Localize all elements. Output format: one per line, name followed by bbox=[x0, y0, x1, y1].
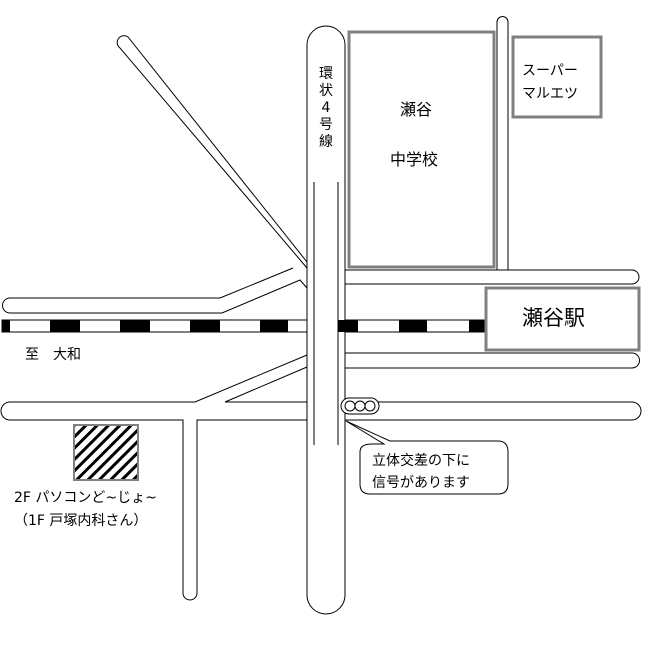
diagonal-road bbox=[116, 35, 308, 269]
supermarket-box bbox=[511, 35, 603, 119]
ring-road-char: 状 bbox=[319, 83, 333, 99]
supermarket-label-1: スーパー bbox=[522, 63, 578, 79]
side-road bbox=[496, 16, 509, 270]
callout-line-2: 信号があります bbox=[372, 475, 470, 491]
supermarket-label-2: マルエツ bbox=[522, 86, 578, 102]
left-lower-road bbox=[0, 354, 308, 601]
station-label: 瀬谷駅 bbox=[522, 306, 585, 330]
station-box bbox=[484, 286, 641, 352]
shop-building bbox=[73, 424, 139, 481]
ring-road-char: 4 bbox=[321, 100, 331, 116]
traffic-signal-icon bbox=[340, 397, 380, 415]
right-road-3 bbox=[345, 401, 642, 421]
right-road-2 bbox=[345, 352, 640, 369]
shop-name-label: 2F パソコンど~じょ~ bbox=[14, 490, 157, 506]
ring-road-char: 環 bbox=[319, 66, 333, 82]
ring-road-label: 環 状 4 号 線 bbox=[318, 66, 334, 151]
direction-label: 至 大和 bbox=[25, 347, 81, 363]
right-road-1 bbox=[345, 269, 640, 285]
shop-sub-label: （1F 戸塚内科さん） bbox=[14, 513, 148, 529]
school-box bbox=[347, 30, 496, 269]
ring-road-4 bbox=[306, 25, 346, 615]
school-label-2: 中学校 bbox=[390, 150, 439, 169]
ring-road-char: 号 bbox=[319, 117, 333, 133]
railway bbox=[1, 319, 486, 333]
callout-line-1: 立体交差の下に bbox=[372, 453, 470, 469]
left-upper-road bbox=[2, 267, 308, 314]
callout-bubble bbox=[345, 420, 509, 495]
school-label-1: 瀬谷 bbox=[400, 100, 433, 119]
ring-road-char: 線 bbox=[319, 134, 333, 150]
